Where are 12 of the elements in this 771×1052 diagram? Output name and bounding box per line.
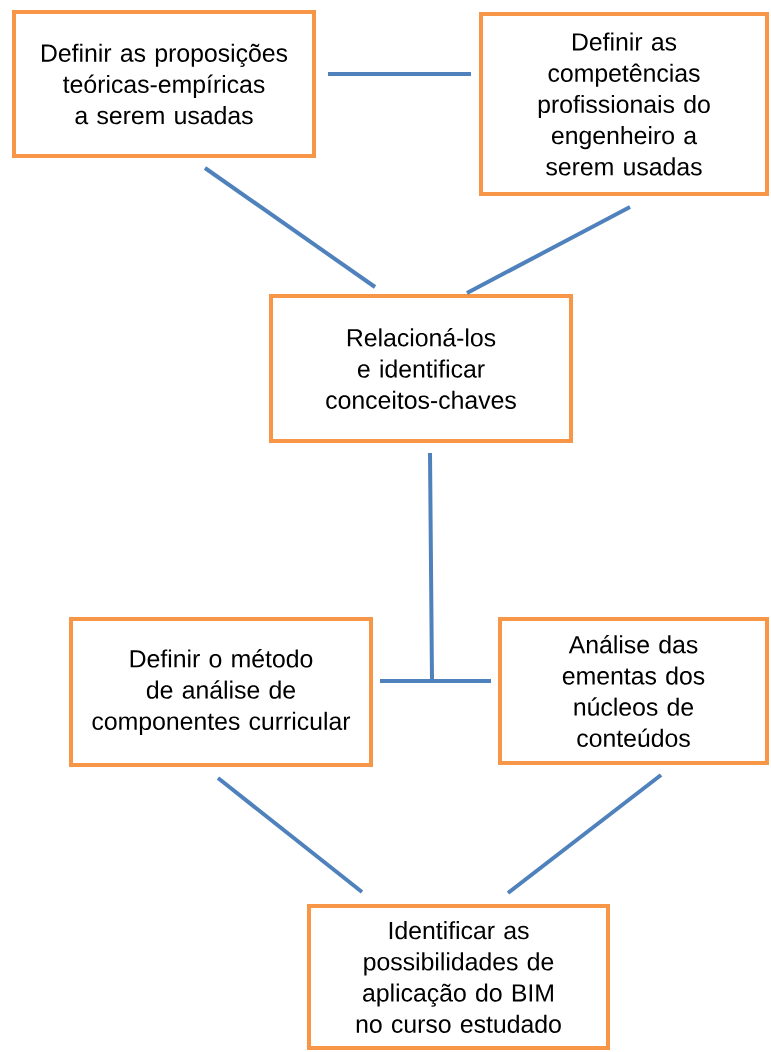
connector-line <box>466 205 631 295</box>
connector-line <box>216 776 364 894</box>
process-box: Relacioná-los e identificar conceitos-chaves <box>269 294 573 443</box>
process-box: Definir o método de análise de componentes curricular <box>69 617 373 767</box>
connector-line <box>203 166 377 289</box>
process-box: Identificar as possibilidades de aplicação do BIM no curso estudado <box>307 904 610 1050</box>
connector-line <box>378 451 493 683</box>
connector-line <box>506 773 663 895</box>
process-box: Definir as proposições teóricas-empíricas a serem usadas <box>12 10 316 158</box>
connector-line <box>328 72 471 76</box>
process-box: Definir as competências profissionais do engenheiro a serem usadas <box>479 12 769 196</box>
process-box: Análise das ementas dos núcleos de conteúdos <box>498 617 769 765</box>
